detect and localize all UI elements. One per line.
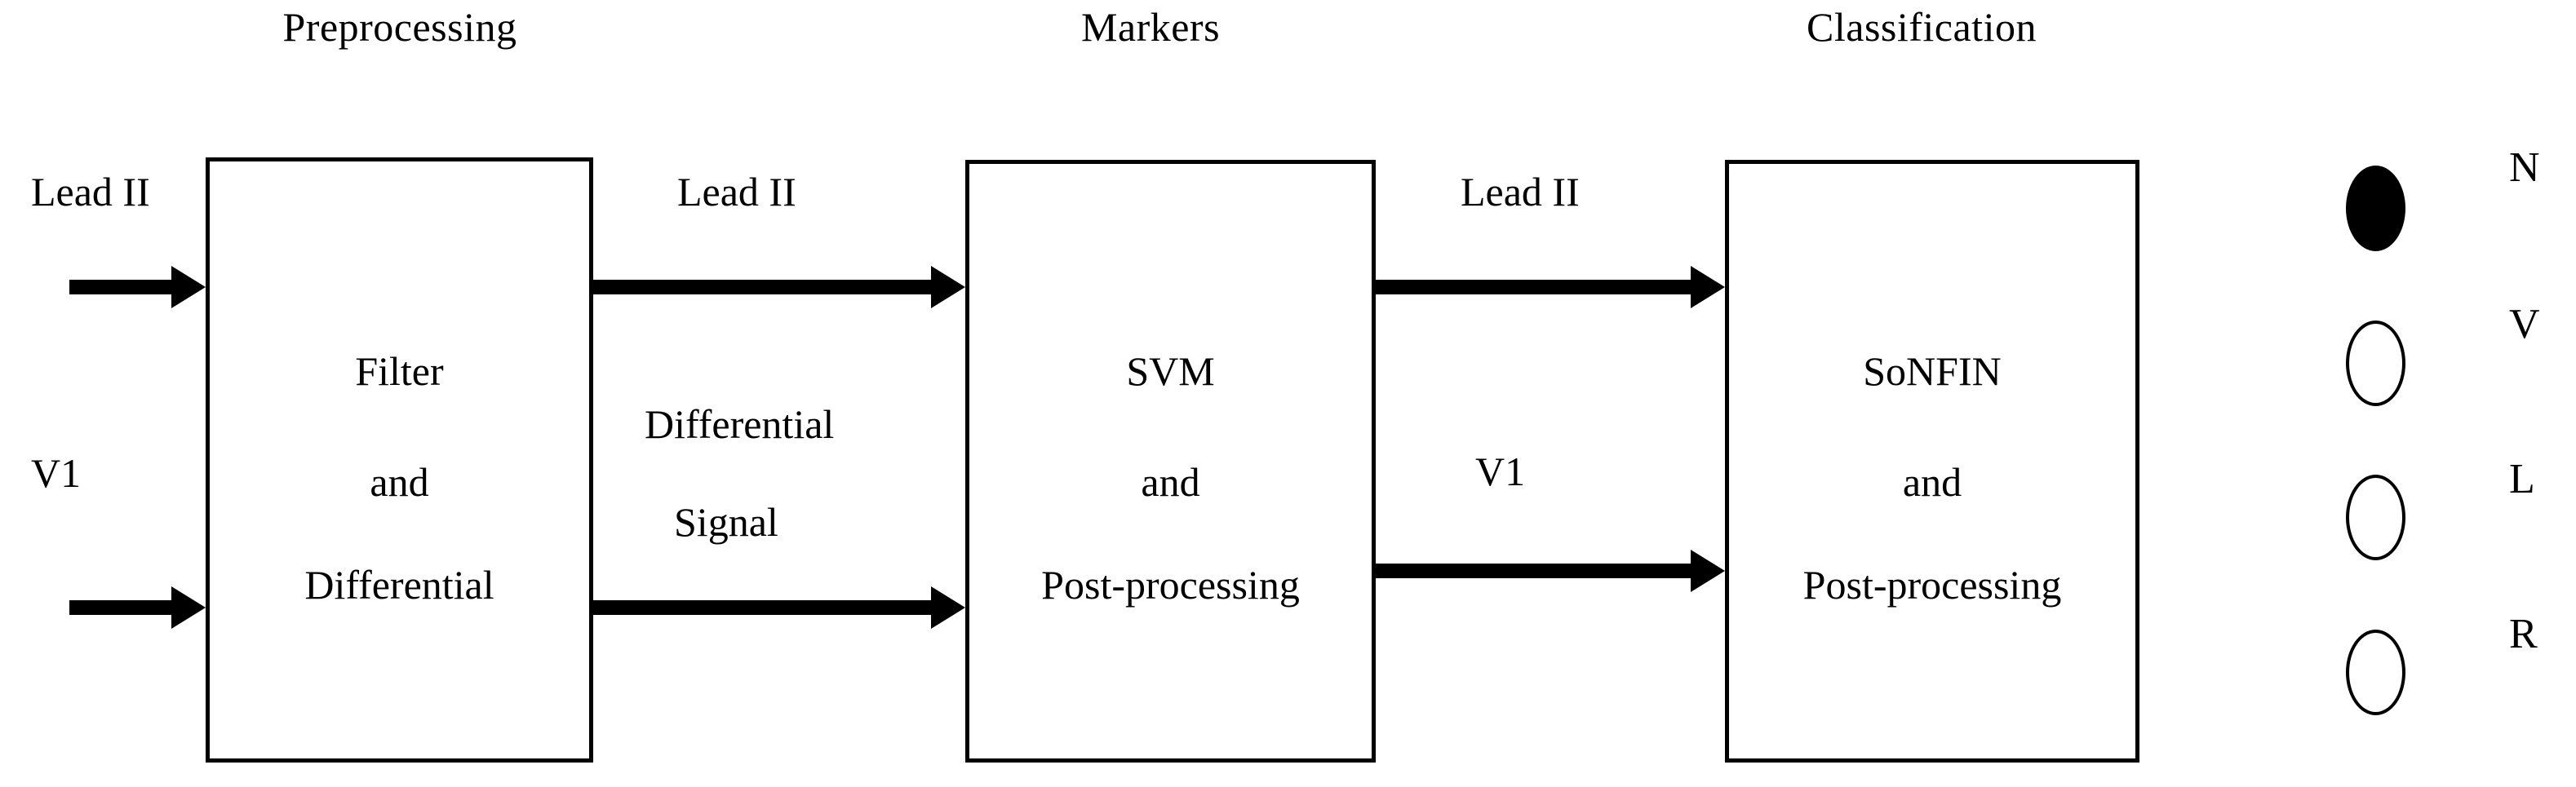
preprocessing-block-line-1: Filter	[355, 348, 444, 394]
markers-block-line-1: SVM	[1126, 348, 1215, 394]
signal-label-v1-right: V1	[1475, 449, 1526, 494]
signal-label-lead-ii-right: Lead II	[1461, 169, 1580, 214]
input-label-lead-ii: Lead II	[31, 169, 150, 214]
legend-label-n: N	[2509, 144, 2540, 191]
signal-label-differential: Differential	[645, 401, 835, 447]
stage-title-markers: Markers	[1080, 4, 1221, 50]
preprocessing-block-line-2: and	[370, 459, 429, 505]
preprocessing-block-line-3: Differential	[304, 562, 494, 608]
preprocessing-block[interactable]: Filter and Differential	[206, 157, 593, 763]
stage-title-preprocessing: Preprocessing	[282, 4, 517, 50]
classification-block-line-3: Post-processing	[1802, 562, 2062, 608]
markers-block-line-3: Post-processing	[1041, 562, 1300, 608]
stage-title-classification: Classification	[1807, 4, 2037, 50]
legend-marker-l	[2346, 475, 2405, 560]
legend-marker-r	[2346, 630, 2405, 715]
signal-label-signal: Signal	[674, 499, 778, 545]
legend-label-r: R	[2509, 611, 2538, 657]
classification-block[interactable]: SoNFIN and Post-processing	[1725, 160, 2139, 763]
signal-label-lead-ii-mid: Lead II	[677, 169, 796, 214]
legend-label-v: V	[2509, 301, 2540, 347]
legend-marker-v	[2346, 321, 2405, 406]
legend-label-l: L	[2509, 456, 2535, 502]
legend-marker-n	[2346, 166, 2405, 251]
markers-block[interactable]: SVM and Post-processing	[965, 160, 1376, 763]
markers-block-line-2: and	[1141, 459, 1200, 505]
classification-block-line-1: SoNFIN	[1863, 348, 2002, 394]
classification-block-line-2: and	[1902, 459, 1962, 505]
input-label-v1: V1	[31, 450, 82, 496]
